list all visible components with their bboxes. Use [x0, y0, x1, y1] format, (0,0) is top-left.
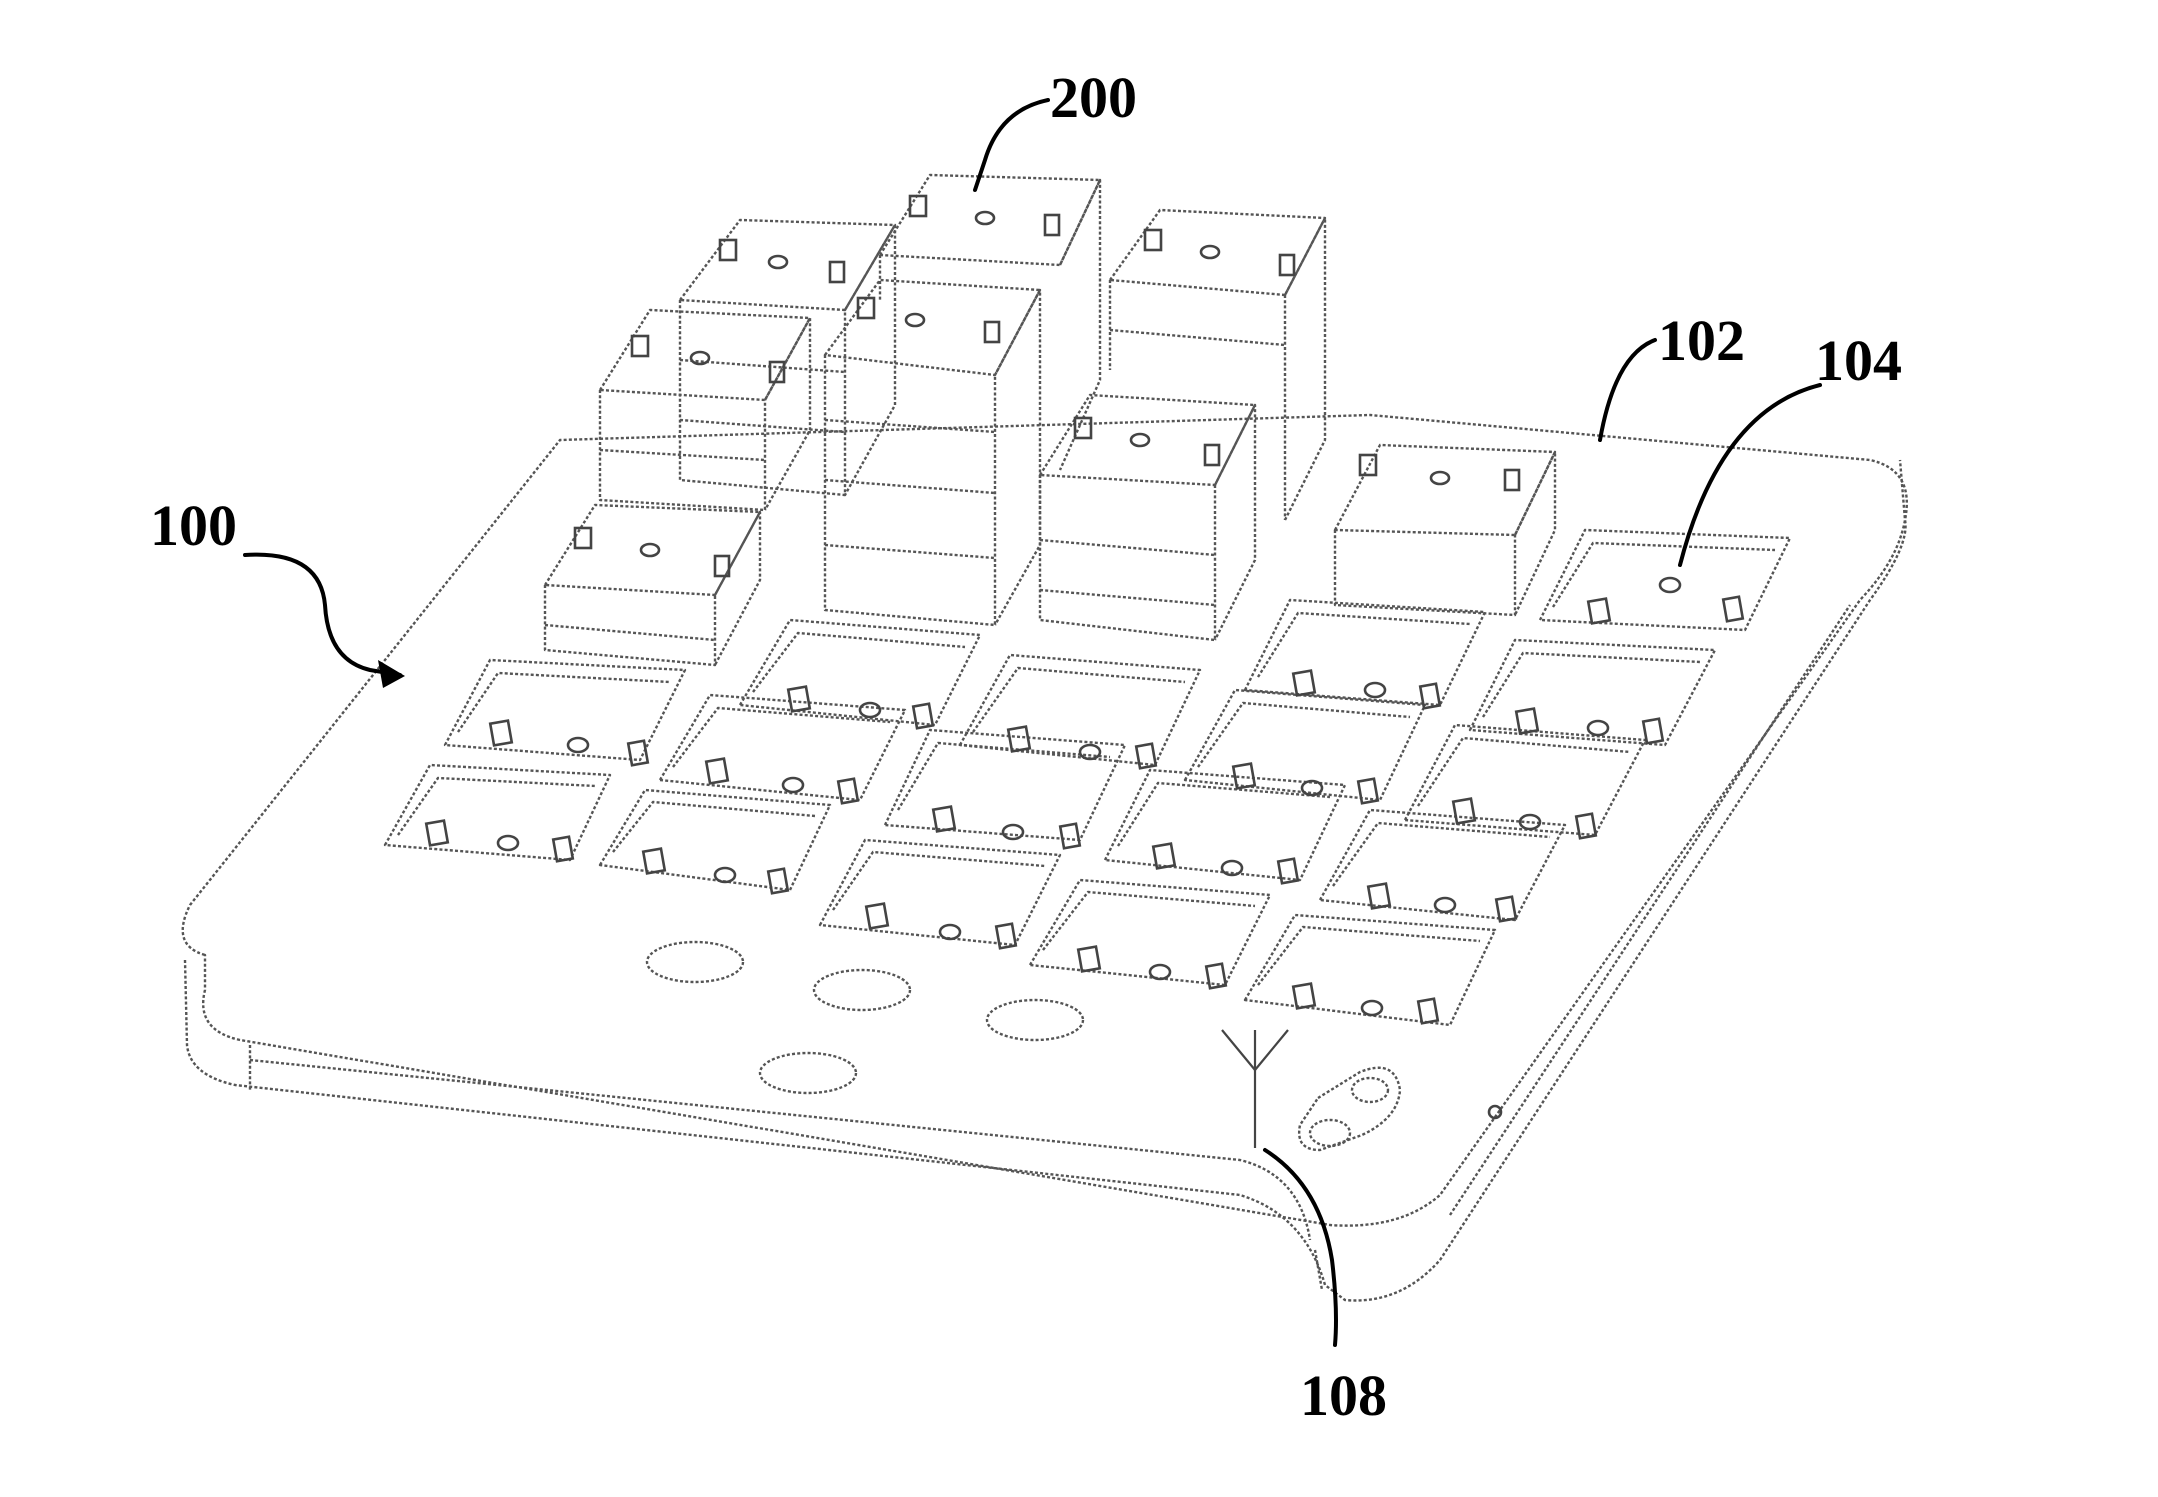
leader-line-100 — [245, 555, 400, 675]
block-stack — [600, 310, 810, 510]
cavity — [385, 765, 610, 861]
label-100-group: 100 — [150, 493, 405, 688]
cavity — [820, 840, 1060, 948]
label-100: 100 — [150, 493, 237, 558]
block-stack — [1335, 445, 1555, 615]
button-group — [647, 942, 1083, 1093]
cavity — [1105, 770, 1345, 883]
label-102: 102 — [1658, 308, 1745, 373]
cavity — [1540, 530, 1790, 630]
label-200-group: 200 — [975, 65, 1137, 190]
cavity — [1030, 880, 1270, 988]
cavity — [600, 790, 830, 893]
cavity — [1185, 690, 1425, 803]
block-stack — [825, 280, 1040, 625]
arrowhead-100 — [378, 660, 405, 688]
cavity — [885, 730, 1125, 848]
label-200: 200 — [1050, 65, 1137, 130]
cavity — [1470, 640, 1715, 745]
connector-port — [1299, 1068, 1400, 1150]
leader-line-108 — [1265, 1150, 1336, 1345]
cavity-grid — [385, 530, 1790, 1025]
leader-line-200 — [975, 100, 1048, 190]
block-stack — [1040, 395, 1255, 640]
cavity — [960, 655, 1200, 768]
antenna-symbol — [1222, 1030, 1288, 1148]
label-108-group: 108 — [1265, 1150, 1387, 1428]
base-tray — [183, 415, 1907, 1301]
cavity — [1245, 915, 1495, 1025]
label-108: 108 — [1300, 1363, 1387, 1428]
cavity — [1245, 600, 1485, 708]
leader-line-104 — [1680, 385, 1820, 565]
cavity — [660, 695, 905, 803]
cavity — [445, 660, 685, 765]
block-stack — [1110, 210, 1325, 520]
block-stacks — [545, 175, 1555, 665]
leader-line-102 — [1600, 340, 1655, 440]
label-104: 104 — [1815, 328, 1902, 393]
cavity — [1320, 810, 1565, 921]
label-102-group: 102 — [1600, 308, 1745, 440]
cavity — [1405, 725, 1645, 838]
block-stack — [545, 505, 760, 665]
